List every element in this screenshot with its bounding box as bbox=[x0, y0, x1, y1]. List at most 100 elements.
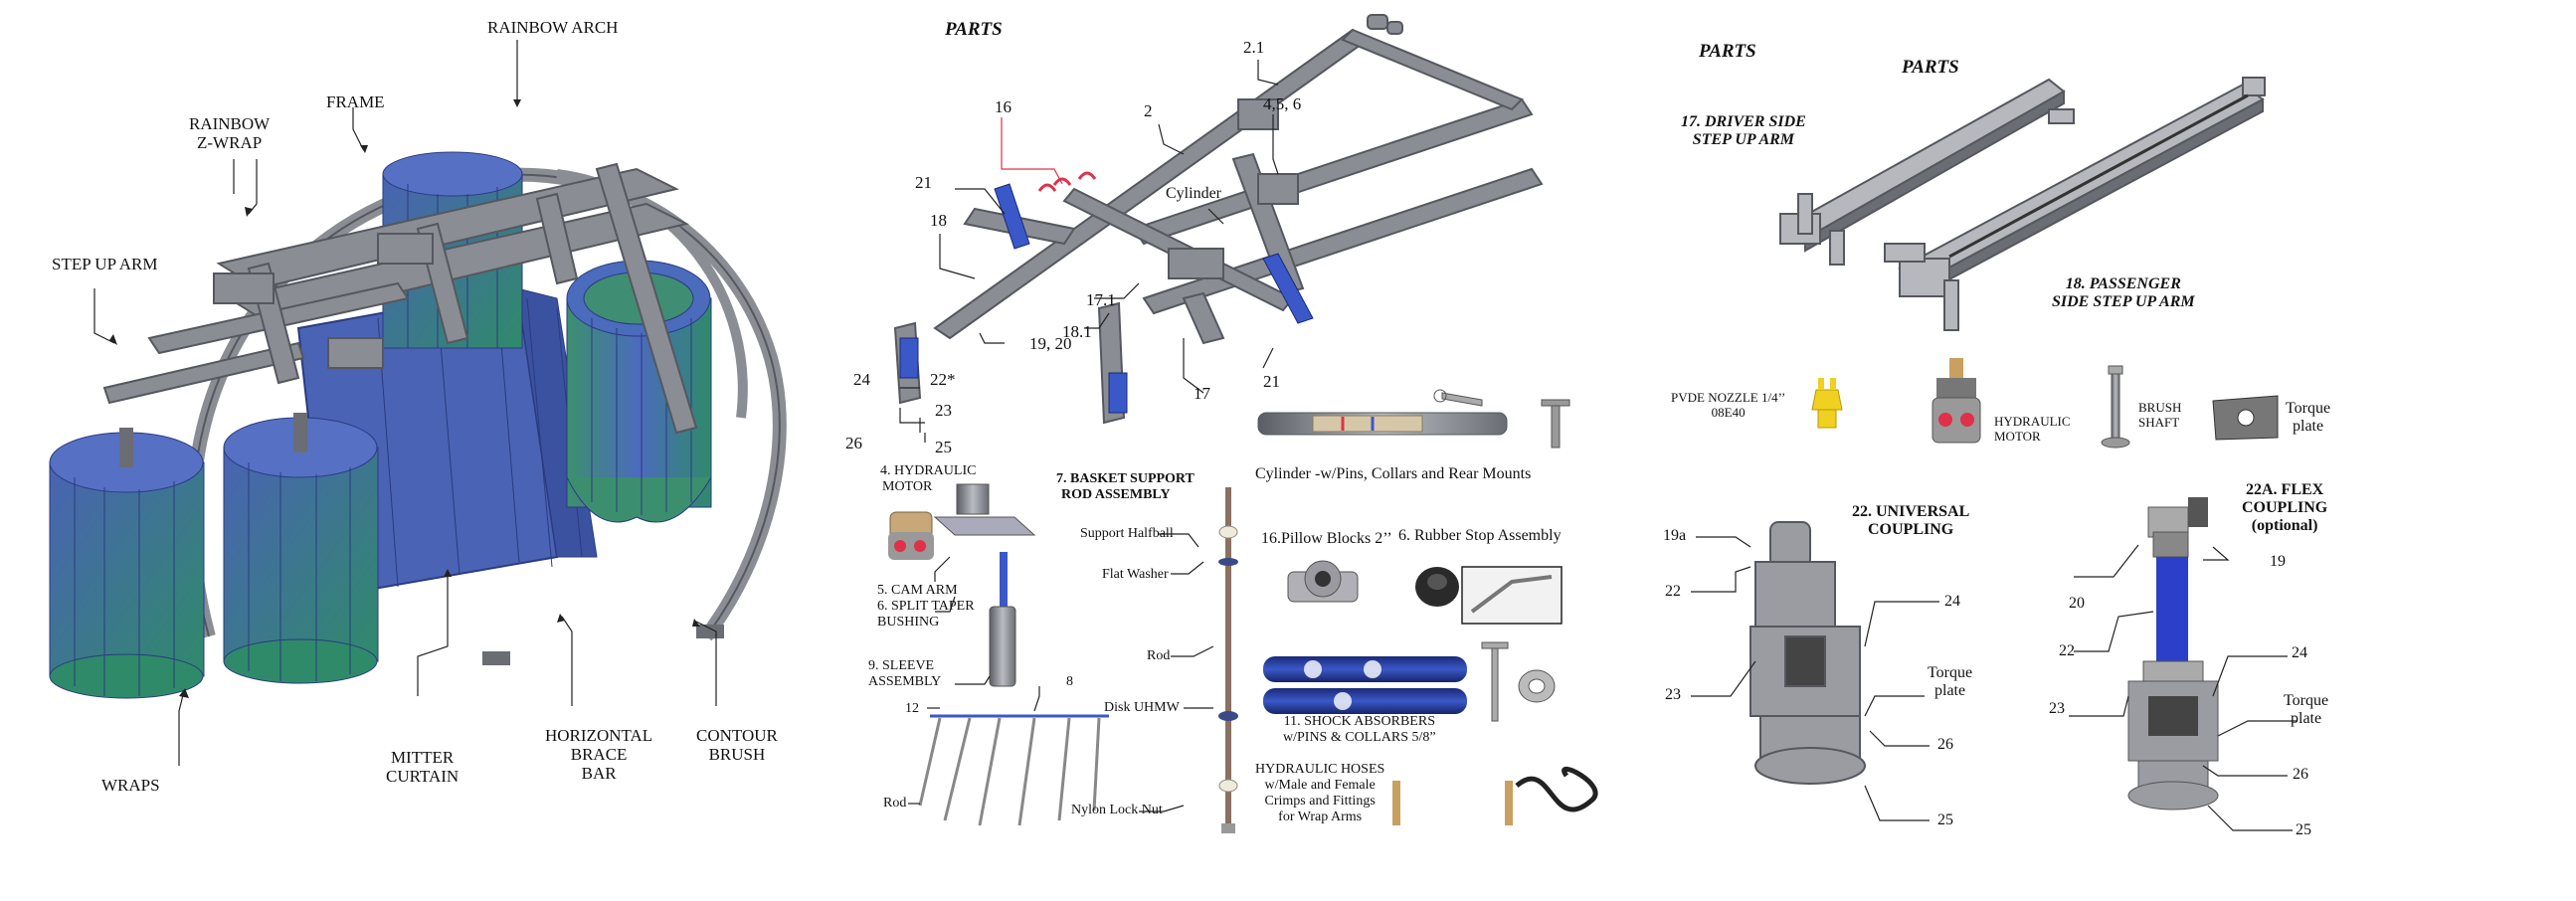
label-hydraulic-hoses-line2: w/Male and Female bbox=[1264, 778, 1376, 793]
label-torque-plate-part-line1: Torque bbox=[2286, 400, 2331, 417]
label-disk-uhmw: Disk UHMW bbox=[1104, 700, 1180, 715]
label-sleeve-assembly-line1: 9. SLEEVE bbox=[868, 658, 935, 673]
label-hydraulic-motor-right-line2: MOTOR bbox=[1994, 429, 2041, 444]
label-brush-shaft-line1: BRUSH bbox=[2138, 400, 2182, 415]
label-basket-support-line1: 7. BASKET SUPPORT bbox=[1056, 471, 1195, 486]
label-driver-side-arm-line2: STEP UP ARM bbox=[1692, 131, 1795, 148]
frame-leader-lines bbox=[899, 60, 1279, 443]
parts-leader-lines bbox=[908, 533, 1214, 812]
label-flex-coupling-title: 22A. FLEX COUPLING (optional) bbox=[2242, 481, 2327, 535]
label-mitter-curtain-line1: MITTER bbox=[390, 748, 455, 767]
pillow-block bbox=[1287, 560, 1359, 603]
universal-coupling-part bbox=[1749, 521, 1866, 785]
hydraulic-motor-part-right bbox=[1932, 358, 1981, 444]
contour-brush bbox=[566, 260, 712, 523]
label-mitter-curtain: MITTER CURTAIN bbox=[386, 748, 459, 786]
label-flex-coupling-title-line1: 22A. FLEX bbox=[2246, 481, 2324, 498]
label-fc-torque-line2: plate bbox=[2291, 710, 2322, 727]
driver-side-step-up-arm bbox=[1779, 78, 2075, 266]
label-pvde-nozzle-line2: 08E40 bbox=[1711, 405, 1746, 420]
label-sleeve-assembly: 9. SLEEVE ASSEMBLY bbox=[868, 658, 941, 690]
label-horizontal-brace-bar-line1: HORIZONTAL bbox=[545, 726, 653, 745]
label-num-18-1: 18.1 bbox=[1062, 322, 1092, 341]
label-hydraulic-motor-middle-line1: 4. HYDRAULIC bbox=[880, 463, 977, 478]
label-fc-23: 23 bbox=[2049, 700, 2065, 717]
label-uc-23: 23 bbox=[1665, 686, 1681, 703]
label-pvde-nozzle: PVDE NOZZLE 1/4’’ 08E40 bbox=[1671, 390, 1785, 420]
label-rod-left: Rod bbox=[883, 796, 907, 811]
label-num-2-1: 2.1 bbox=[1243, 38, 1265, 57]
label-rainbow-arch: RAINBOW ARCH bbox=[487, 18, 619, 37]
basket-support-rod bbox=[1218, 487, 1238, 833]
label-wraps: WRAPS bbox=[101, 776, 160, 795]
label-rainbow-zwrap-line1: RAINBOW bbox=[189, 114, 271, 133]
label-fc-26: 26 bbox=[2293, 766, 2308, 783]
label-num-23-frame: 23 bbox=[935, 401, 952, 420]
label-num-16: 16 bbox=[995, 97, 1012, 116]
label-num-17: 17 bbox=[1194, 384, 1210, 403]
label-uc-25: 25 bbox=[1937, 811, 1953, 828]
label-cylinder: Cylinder bbox=[1166, 185, 1221, 202]
pvde-nozzle-part bbox=[1811, 378, 1843, 429]
frame-blue-arms bbox=[899, 183, 1314, 414]
label-hydraulic-motor-middle: 4. HYDRAULIC MOTOR bbox=[880, 463, 976, 495]
label-flex-coupling-title-line2: COUPLING bbox=[2242, 499, 2328, 516]
label-brush-shaft: BRUSH SHAFT bbox=[2138, 400, 2181, 430]
label-driver-side-arm-line1: 17. DRIVER SIDE bbox=[1681, 113, 1806, 130]
label-cam-arm: 5. CAM ARM 6. SPLIT TAPER BUSHING bbox=[877, 583, 975, 631]
label-rainbow-zwrap: RAINBOW Z-WRAP bbox=[189, 114, 270, 152]
frame-red-accents bbox=[1037, 171, 1097, 192]
label-num-8: 8 bbox=[1066, 674, 1073, 689]
label-universal-coupling-title: 22. UNIVERSAL COUPLING bbox=[1852, 503, 1969, 539]
label-pvde-nozzle-line1: PVDE NOZZLE 1/4’’ bbox=[1671, 390, 1786, 405]
label-cam-arm-line3: BUSHING bbox=[877, 615, 940, 630]
label-rubber-stop: 6. Rubber Stop Assembly bbox=[1398, 527, 1562, 544]
wash-machine-overview bbox=[49, 40, 787, 766]
label-pillow-blocks: 16.Pillow Blocks 2’’ bbox=[1261, 530, 1392, 547]
label-shock-absorbers-line2: w/PINS & COLLARS 5/8” bbox=[1283, 730, 1436, 745]
label-hydraulic-motor-middle-line2: MOTOR bbox=[882, 479, 933, 494]
main-frame bbox=[102, 162, 698, 435]
label-hydraulic-hoses-line3: Crimps and Fittings bbox=[1264, 794, 1376, 809]
label-basket-support: 7. BASKET SUPPORT ROD ASSEMBLY bbox=[1056, 471, 1195, 503]
label-fc-torque: Torque plate bbox=[2284, 692, 2328, 728]
label-sleeve-assembly-line2: ASSEMBLY bbox=[868, 674, 942, 689]
label-fc-torque-line1: Torque bbox=[2284, 692, 2329, 709]
overview-leader-lines bbox=[93, 40, 717, 766]
label-horizontal-brace-bar-line3: BAR bbox=[581, 764, 617, 783]
label-torque-plate-part: Torque plate bbox=[2286, 400, 2330, 436]
label-support-halfball: Support Halfball bbox=[1080, 526, 1174, 541]
basket-rods bbox=[918, 714, 1109, 826]
label-hydraulic-hoses: HYDRAULIC HOSES w/Male and Female Crimps… bbox=[1255, 762, 1384, 825]
passenger-side-step-up-arm bbox=[1884, 77, 2266, 331]
shock-absorbers bbox=[1263, 641, 1556, 722]
label-uc-26: 26 bbox=[1937, 736, 1953, 753]
label-num-19-20: 19, 20 bbox=[1029, 334, 1072, 353]
label-uc-torque-line1: Torque bbox=[1928, 664, 1973, 681]
label-universal-coupling-title-line2: COUPLING bbox=[1868, 521, 1954, 538]
hydraulic-cylinder bbox=[1257, 389, 1570, 449]
label-num-2: 2 bbox=[1144, 101, 1153, 120]
label-torque-plate-part-line2: plate bbox=[2293, 418, 2324, 435]
label-num-12: 12 bbox=[905, 701, 919, 716]
label-num-4-5-6: 4,5, 6 bbox=[1263, 94, 1302, 113]
label-frame: FRAME bbox=[326, 92, 385, 111]
label-passenger-side-arm: 18. PASSENGER SIDE STEP UP ARM bbox=[2052, 275, 2195, 311]
label-num-25-frame: 25 bbox=[935, 438, 952, 456]
label-cylinder-caption: Cylinder -w/Pins, Collars and Rear Mount… bbox=[1255, 465, 1532, 482]
label-universal-coupling-title-line1: 22. UNIVERSAL bbox=[1852, 503, 1970, 520]
brush-shaft-part bbox=[2101, 365, 2130, 449]
label-hydraulic-hoses-line4: for Wrap Arms bbox=[1278, 810, 1363, 824]
label-basket-support-line2: ROD ASSEMBLY bbox=[1061, 487, 1171, 502]
hydraulic-motor-part bbox=[888, 483, 1036, 687]
label-contour-brush-line2: BRUSH bbox=[708, 745, 766, 764]
label-passenger-side-arm-line1: 18. PASSENGER bbox=[2065, 275, 2181, 292]
wrap-brush-left bbox=[49, 428, 205, 699]
label-uc-torque: Torque plate bbox=[1928, 664, 1972, 700]
label-fc-19: 19 bbox=[2270, 553, 2286, 570]
rubber-stop bbox=[1415, 566, 1563, 625]
label-shock-absorbers-line1: 11. SHOCK ABSORBERS bbox=[1283, 714, 1435, 729]
label-num-17-1: 17.1 bbox=[1086, 290, 1116, 309]
label-num-26-frame: 26 bbox=[845, 434, 862, 452]
